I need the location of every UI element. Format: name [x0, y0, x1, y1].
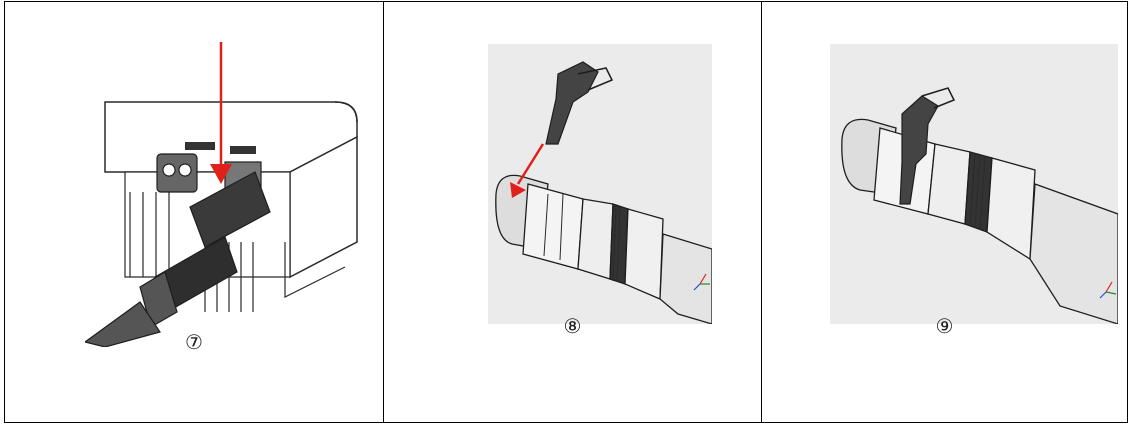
steps-table: ⑦	[4, 1, 1128, 423]
connector-locked-illustration-9	[830, 44, 1118, 324]
step-cell-7: ⑦	[5, 2, 383, 422]
step-cell-8: ⑧	[383, 2, 761, 422]
connector-lock-illustration-8	[488, 44, 712, 324]
step-cell-9: ⑨	[761, 2, 1127, 422]
step-label-7: ⑦	[185, 330, 203, 354]
connector-install-illustration-7	[85, 42, 375, 347]
step-label-9: ⑨	[935, 314, 954, 338]
step-label-8: ⑧	[563, 314, 582, 338]
